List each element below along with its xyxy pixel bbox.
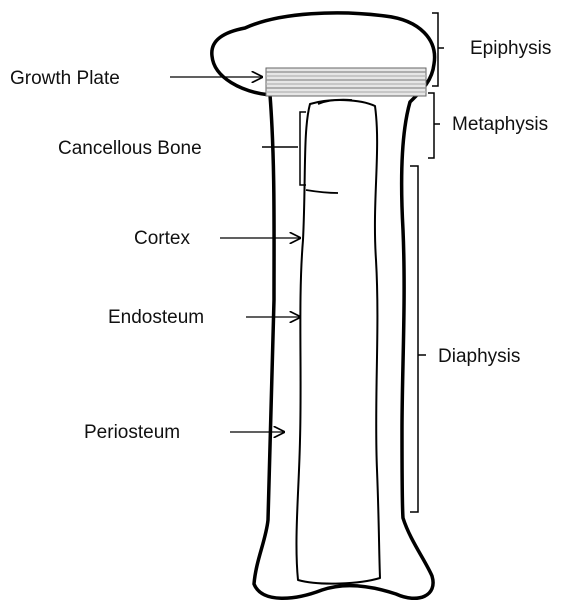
label-diaphysis: Diaphysis xyxy=(438,346,520,367)
metaphysis-bracket xyxy=(428,93,440,158)
label-epiphysis: Epiphysis xyxy=(470,38,551,59)
label-periosteum: Periosteum xyxy=(84,422,180,443)
cancellous-bone-lower-boundary xyxy=(306,190,338,193)
label-metaphysis: Metaphysis xyxy=(452,114,548,135)
medullary-cavity-outline xyxy=(296,100,380,584)
label-growth-plate: Growth Plate xyxy=(10,68,120,89)
label-endosteum: Endosteum xyxy=(108,307,204,328)
diaphysis-bracket xyxy=(410,166,426,512)
label-cortex: Cortex xyxy=(134,228,190,249)
growth-plate xyxy=(266,68,426,96)
label-cancellous-bone: Cancellous Bone xyxy=(58,138,202,159)
